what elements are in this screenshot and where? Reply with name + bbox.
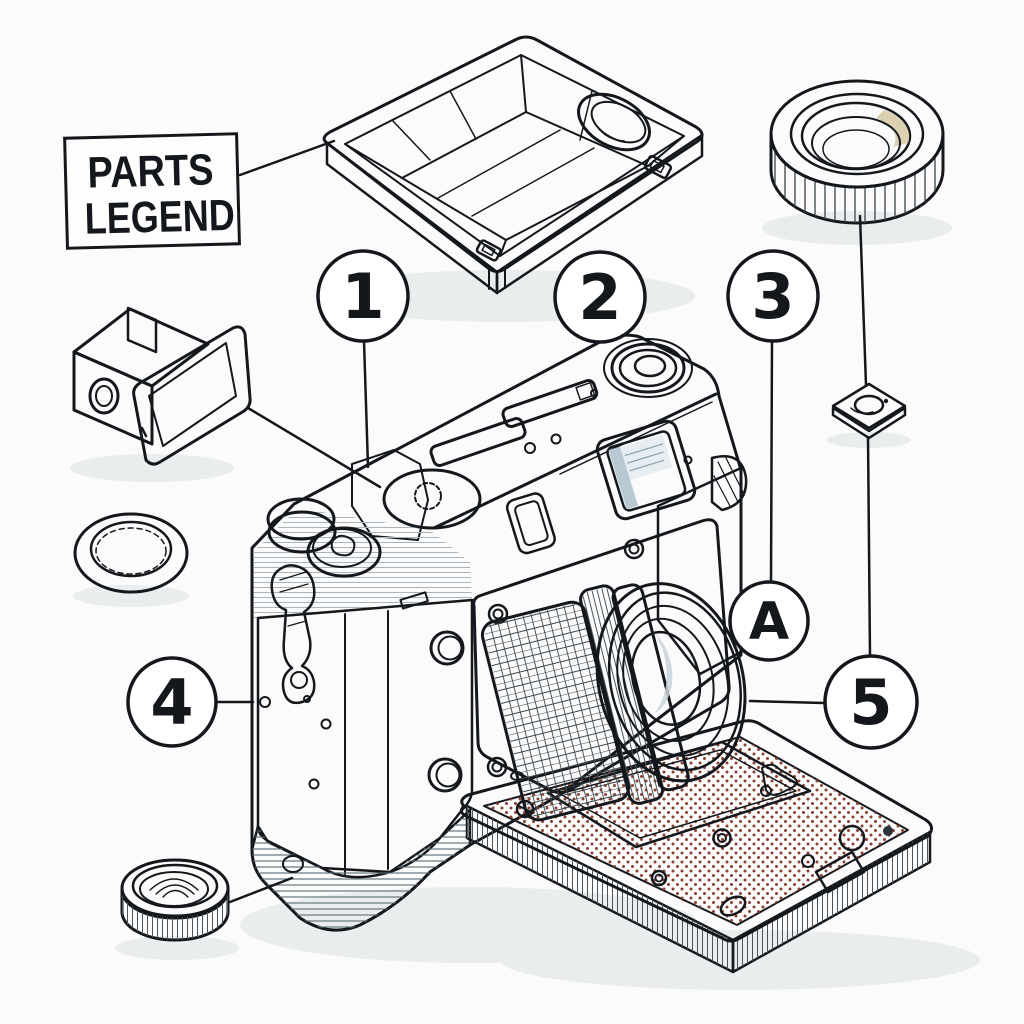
leader-ring-washerplate bbox=[858, 214, 868, 387]
lens-dark-ring bbox=[607, 591, 742, 772]
callout-1-label: 1 bbox=[341, 260, 384, 333]
leader-legend-tray bbox=[238, 139, 336, 177]
mode-dial bbox=[306, 526, 382, 578]
callout-5-label: 5 bbox=[849, 666, 892, 739]
hot-shoe-front-rail bbox=[429, 417, 527, 467]
knurled-ring bbox=[579, 584, 665, 805]
front-window bbox=[505, 492, 556, 555]
leader-callout-5-lens bbox=[748, 699, 826, 705]
accessory-viewfinder bbox=[72, 306, 252, 466]
lens-assembly bbox=[480, 582, 747, 822]
callout-A-label: A bbox=[749, 592, 789, 652]
callout-2-label: 2 bbox=[578, 261, 621, 334]
shutter-button bbox=[603, 338, 693, 398]
exposed-accent bbox=[351, 449, 429, 541]
tray-latch-right bbox=[643, 154, 673, 180]
callout-5: 5 bbox=[823, 654, 919, 750]
leader-cap-body bbox=[228, 876, 294, 904]
rewind-dial bbox=[266, 497, 337, 554]
leader-viewfinder-body bbox=[246, 406, 382, 489]
shoe-screw bbox=[524, 442, 536, 454]
callout-3: 3 bbox=[726, 249, 820, 343]
legend-line-2: LEGEND bbox=[84, 191, 235, 244]
leader-washerplate-5 bbox=[866, 435, 872, 658]
strap-lug-right bbox=[683, 455, 748, 512]
tray-latch-bottom bbox=[475, 239, 502, 262]
latch-clip bbox=[760, 763, 798, 797]
top-dial bbox=[382, 468, 482, 530]
body-top-band bbox=[253, 508, 472, 620]
bottom-cap bbox=[120, 858, 230, 942]
shoe-screw bbox=[550, 433, 562, 445]
leader-callout-3-A bbox=[769, 339, 774, 584]
lens-front-rim bbox=[595, 582, 747, 783]
callouts: 1 2 3 4 5 A bbox=[126, 249, 919, 750]
leader-lines bbox=[215, 139, 872, 904]
camera-body bbox=[250, 333, 748, 932]
front-button-bottom bbox=[427, 757, 463, 793]
front-button-top bbox=[429, 630, 465, 666]
knurled-ring-cap bbox=[769, 79, 945, 225]
leader-callout-1 bbox=[362, 339, 370, 469]
washer-ring bbox=[73, 512, 189, 594]
lock-washer-plate bbox=[831, 382, 907, 440]
callout-1: 1 bbox=[316, 249, 410, 343]
legend-box-frame bbox=[63, 132, 241, 250]
legend-box: PARTS LEGEND bbox=[63, 132, 241, 250]
callout-4: 4 bbox=[126, 656, 218, 748]
camera-right-panel bbox=[656, 466, 743, 676]
callout-3-label: 3 bbox=[751, 260, 794, 333]
callout-2: 2 bbox=[553, 250, 647, 344]
legend-line-1: PARTS bbox=[87, 145, 214, 197]
top-cover-tray bbox=[322, 35, 704, 295]
callout-4-label: 4 bbox=[150, 666, 193, 739]
viewfinder-window bbox=[595, 419, 697, 521]
lens-mount-plate bbox=[472, 518, 731, 794]
tray-viewfinder-hole bbox=[577, 92, 651, 152]
hot-shoe-rear-rail bbox=[501, 379, 599, 429]
plate-screws bbox=[486, 538, 645, 778]
base-plate-recess bbox=[546, 740, 812, 849]
lens-salmon-ring bbox=[622, 617, 715, 742]
callout-A: A bbox=[728, 580, 810, 662]
strap-lug-left bbox=[270, 564, 316, 705]
